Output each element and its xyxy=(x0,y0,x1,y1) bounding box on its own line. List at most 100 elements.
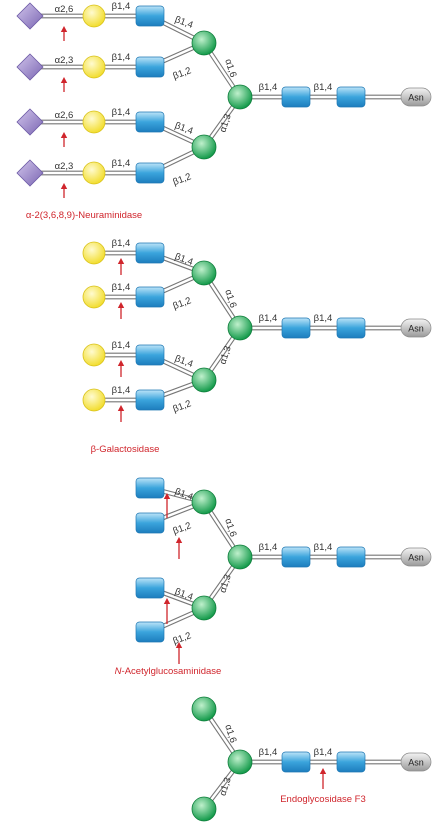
red-arrow-head xyxy=(60,132,68,138)
linkage-label: α1,3 xyxy=(218,573,234,594)
linkage-label: β1,4 xyxy=(173,120,194,137)
blue-square-icon xyxy=(336,546,366,568)
cleavage-arrows xyxy=(60,26,327,789)
yellow-circle-icon xyxy=(82,4,106,28)
green-circle-icon xyxy=(227,315,253,341)
blue-square-icon xyxy=(281,751,311,773)
linkage-label: β1,2 xyxy=(171,171,192,188)
asn-label: Asn xyxy=(408,92,424,102)
linkage-label: α1,6 xyxy=(222,723,238,744)
linkage-and-enzyme-labels: β1,4 β1,4 α1,6 α1,3 α2,6 β1,4 α2,3 β1,4 α2,6 β1,4… xyxy=(26,1,366,805)
blue-square-icon xyxy=(135,56,165,78)
blue-square-icon xyxy=(135,344,165,366)
asn-pill-icon xyxy=(400,752,432,772)
yellow-circle-icon xyxy=(82,55,106,79)
blue-square-icon xyxy=(135,162,165,184)
asn-label: Asn xyxy=(408,323,424,333)
linkage-label: α1,3 xyxy=(218,345,234,366)
blue-square-icon xyxy=(135,5,165,27)
green-circle-icon xyxy=(191,489,217,515)
blue-square-icon xyxy=(281,546,311,568)
blue-square-icon xyxy=(281,317,311,339)
linkage-label: β1,4 xyxy=(173,14,194,31)
red-arrow-head xyxy=(60,26,68,32)
linkage-label: β1,4 xyxy=(314,313,333,324)
linkage-label: β1,4 xyxy=(173,486,194,503)
blue-square-icon xyxy=(135,477,165,499)
blue-square-icon xyxy=(135,242,165,264)
linkage-label: β1,4 xyxy=(314,82,333,93)
linkage-label: α1,3 xyxy=(218,776,234,797)
linkage-label: β1,4 xyxy=(259,747,278,758)
linkage-label: β1,2 xyxy=(171,398,192,415)
green-circle-icon xyxy=(191,260,217,286)
linkage-label: α2,6 xyxy=(55,4,74,15)
linkage-label: β1,2 xyxy=(171,295,192,312)
linkage-label: β1,4 xyxy=(112,282,131,293)
asn-pill-icon xyxy=(400,547,432,567)
linkage-label: β1,4 xyxy=(112,238,131,249)
asn-label: Asn xyxy=(408,757,424,767)
galactosidase-label: β-Galactosidase xyxy=(91,444,160,455)
yellow-circle-icon xyxy=(82,343,106,367)
linkage-label: α2,3 xyxy=(55,161,74,172)
blue-square-icon xyxy=(135,286,165,308)
glucosaminidase-label: N-Acetylglucosaminidase xyxy=(115,666,222,677)
purple-diamond-icon xyxy=(16,108,44,136)
blue-square-icon xyxy=(336,86,366,108)
linkage-label: β1,2 xyxy=(171,630,192,647)
red-arrow-head xyxy=(163,598,171,604)
purple-diamond-icon xyxy=(16,159,44,187)
yellow-circle-icon xyxy=(82,388,106,412)
red-arrow-head xyxy=(117,302,125,308)
linkage-label: β1,4 xyxy=(259,82,278,93)
blue-square-icon xyxy=(135,621,165,643)
purple-diamond-icon xyxy=(16,2,44,30)
green-circle-icon xyxy=(191,367,217,393)
yellow-circle-icon xyxy=(82,241,106,265)
purple-diamond-icon xyxy=(16,53,44,81)
asn-pill-icon xyxy=(400,87,432,107)
red-arrow-head xyxy=(117,258,125,264)
red-arrow-head xyxy=(60,183,68,189)
blue-square-icon xyxy=(281,86,311,108)
linkage-label: β1,4 xyxy=(112,52,131,63)
red-arrow-head xyxy=(60,77,68,83)
linkage-label: α2,6 xyxy=(55,110,74,121)
green-circle-icon xyxy=(191,796,217,822)
linkage-label: α2,3 xyxy=(55,55,74,66)
blue-square-icon xyxy=(135,577,165,599)
green-circle-icon xyxy=(227,84,253,110)
linkage-label: α1,6 xyxy=(222,288,238,309)
glucosaminidase-prefix: N xyxy=(115,666,122,677)
yellow-circle-icon xyxy=(82,110,106,134)
green-circle-icon xyxy=(191,696,217,722)
green-circle-icon xyxy=(191,30,217,56)
red-arrow-head xyxy=(319,768,327,774)
linkage-label: β1,4 xyxy=(112,385,131,396)
linkage-label: β1,4 xyxy=(112,340,131,351)
linkage-label: β1,4 xyxy=(173,586,194,603)
linkage-label: β1,4 xyxy=(112,1,131,12)
blue-square-icon xyxy=(135,389,165,411)
blue-square-icon xyxy=(336,317,366,339)
linkage-label: α1,6 xyxy=(222,58,238,79)
green-circle-icon xyxy=(191,595,217,621)
yellow-circle-icon xyxy=(82,285,106,309)
glucosaminidase-suffix: -Acetylglucosaminidase xyxy=(122,666,222,677)
linkage-label: β1,4 xyxy=(259,542,278,553)
linkage-label: β1,4 xyxy=(112,107,131,118)
asn-pill-icon xyxy=(400,318,432,338)
red-arrow-head xyxy=(117,405,125,411)
glycosidic-bonds xyxy=(30,13,416,811)
yellow-circle-icon xyxy=(82,161,106,185)
blue-square-icon xyxy=(135,111,165,133)
asn-label: Asn xyxy=(408,552,424,562)
green-circle-icon xyxy=(227,544,253,570)
neuraminidase-label: α-2(3,6,8,9)-Neuraminidase xyxy=(26,210,142,221)
blue-square-icon xyxy=(336,751,366,773)
red-arrow-head xyxy=(175,642,183,648)
linkage-label: β1,4 xyxy=(173,353,194,370)
